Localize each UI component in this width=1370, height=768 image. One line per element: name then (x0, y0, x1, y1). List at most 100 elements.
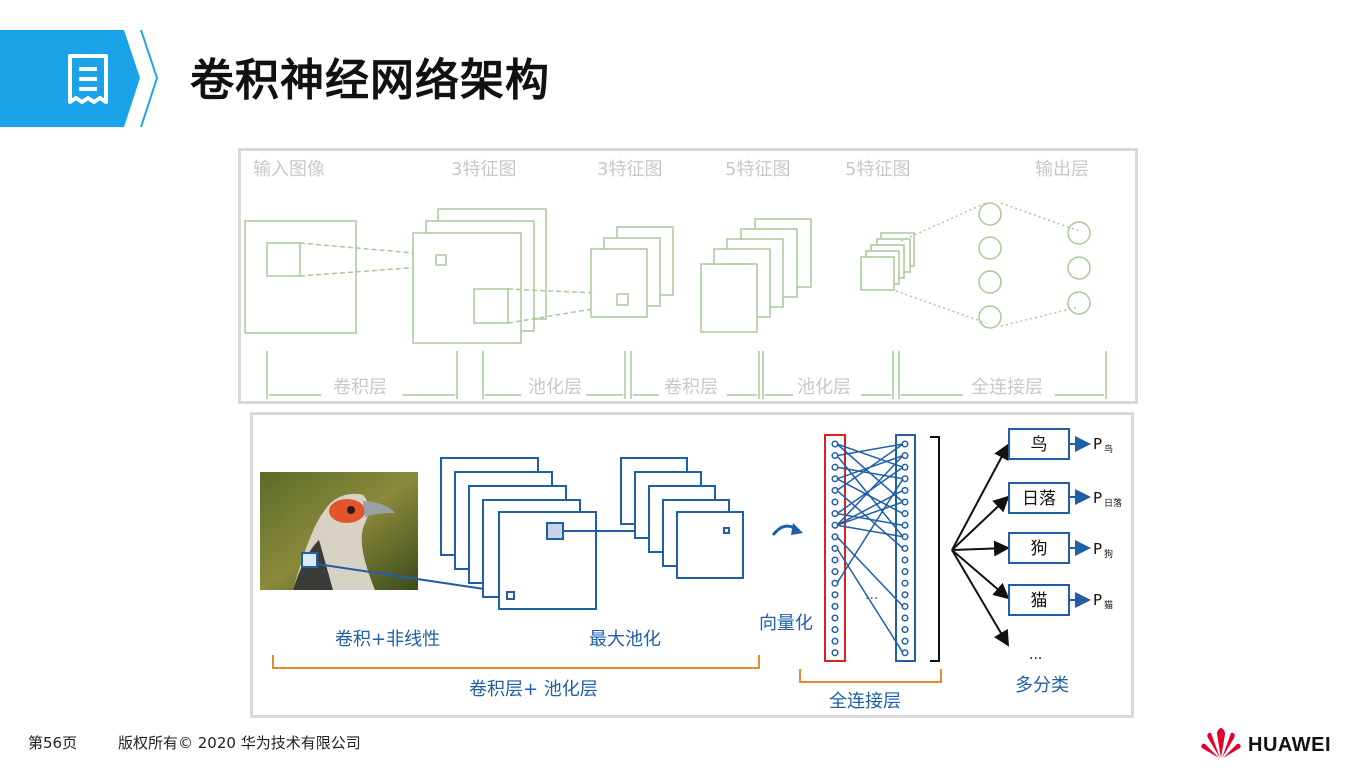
fc-neuron (831, 533, 839, 541)
fc-neuron (901, 591, 909, 599)
stage-label-pool1: 池化层 (528, 377, 582, 398)
fc-hidden-layer (895, 434, 916, 662)
fc-neuron (831, 510, 839, 518)
feature-map-conv1 (412, 232, 522, 344)
fc-neuron (831, 440, 839, 448)
class-prob-sub: 鸟 (1104, 443, 1113, 455)
fc-neuron (901, 510, 909, 518)
stage-label-conv1: 卷积层 (333, 377, 387, 398)
feature-map-pool1 (590, 248, 648, 318)
fc-neuron (831, 649, 839, 657)
class-output-dog: 狗 P 狗 (1008, 532, 1113, 564)
fc-neuron (901, 602, 909, 610)
fc-neuron (831, 602, 839, 610)
fc-neuron (901, 614, 909, 622)
bird-photo (260, 472, 418, 590)
class-name: 日落 (1022, 489, 1056, 509)
fc-connection (836, 478, 904, 515)
cnn-architecture-diagram-bottom: 卷积+非线性 最大池化 卷积层+ 池化层 向量化 ... 全连接层 鸟 P 鸟 … (250, 412, 1134, 718)
fc-neuron (901, 626, 909, 634)
label-5-feature-maps-b: 5特征图 (845, 159, 910, 180)
fc-neuron (901, 440, 909, 448)
class-prob: P (1093, 435, 1102, 453)
fc-neuron (831, 637, 839, 645)
fc-connection (836, 443, 904, 492)
brand-name: HUAWEI (1248, 734, 1331, 756)
pooled-feature-map (676, 511, 744, 579)
fc-ellipsis: ... (865, 587, 878, 603)
stage-label-pool2: 池化层 (797, 377, 851, 398)
class-prob-sub: 狗 (1104, 548, 1113, 560)
class-box (1008, 584, 1070, 616)
fc-connection (836, 443, 904, 457)
multi-class-label: 多分类 (1015, 675, 1069, 696)
page-title: 卷积神经网络架构 (190, 55, 550, 106)
fc-neuron (831, 463, 839, 471)
fc-connection (836, 466, 904, 480)
fc-neuron (901, 452, 909, 460)
top-diagram-canvas: 输入图像 3特征图 3特征图 5特征图 5特征图 输出层 (244, 159, 1107, 399)
class-prob: P (1093, 540, 1102, 558)
fc-neuron (831, 568, 839, 576)
label-5-feature-maps-a: 5特征图 (725, 159, 790, 180)
fc-neuron (901, 475, 909, 483)
fc-neuron (831, 498, 839, 506)
fc-node (978, 202, 1002, 226)
fc-neuron (831, 521, 839, 529)
stage-label-fc: 全连接层 (971, 377, 1043, 398)
conv-pool-group-label: 卷积层+ 池化层 (469, 679, 598, 700)
fc-connection (836, 536, 904, 607)
fc-connection (836, 478, 904, 584)
fc-neuron (901, 649, 909, 657)
class-name: 鸟 (1031, 435, 1048, 455)
fc-neuron (901, 521, 909, 529)
fc-neuron (831, 579, 839, 587)
flatten-label: 向量化 (759, 613, 813, 634)
document-list-icon (68, 54, 108, 104)
fc-connection (836, 443, 904, 468)
header-band (0, 30, 158, 127)
stage-label-conv2: 卷积层 (664, 377, 718, 398)
class-name: 狗 (1031, 539, 1048, 559)
output-node (1067, 221, 1091, 245)
fc-node (978, 270, 1002, 294)
label-output-layer: 输出层 (1035, 159, 1089, 180)
fc-neuron (831, 591, 839, 599)
class-prob: P (1093, 489, 1102, 507)
class-prob-sub: 猫 (1104, 599, 1113, 611)
receptive-field (266, 242, 301, 277)
huawei-logo-icon (1201, 728, 1241, 758)
copyright-text: 版权所有© 2020 华为技术有限公司 (118, 734, 361, 752)
fc-layer-label: 全连接层 (829, 691, 901, 712)
fc-neuron (831, 614, 839, 622)
fc-neuron (831, 556, 839, 564)
fc-neuron (901, 637, 909, 645)
fc-neuron (901, 579, 909, 587)
conv-nonlinear-label: 卷积+非线性 (335, 629, 440, 650)
input-image-box (244, 220, 357, 334)
class-box (1008, 482, 1070, 514)
fc-neuron (831, 475, 839, 483)
feature-map-conv2 (700, 263, 758, 333)
fc-node (978, 236, 1002, 260)
fc-neuron (901, 544, 909, 552)
class-output-bird: 鸟 P 鸟 (1008, 428, 1113, 460)
fc-node (978, 305, 1002, 329)
fc-neuron (901, 498, 909, 506)
output-node (1067, 256, 1091, 280)
class-output-cat: 猫 P 猫 (1008, 584, 1113, 616)
fc-neuron (901, 556, 909, 564)
fc-connection (836, 501, 904, 526)
fc-connection (836, 512, 904, 526)
fc-neuron (831, 626, 839, 634)
class-box (1008, 428, 1070, 460)
fc-neuron (831, 452, 839, 460)
more-classes-ellipsis: ... (1029, 647, 1042, 663)
label-3-feature-maps-b: 3特征图 (597, 159, 662, 180)
fc-neuron (901, 486, 909, 494)
fc-neuron (831, 486, 839, 494)
class-box (1008, 532, 1070, 564)
feature-map-pool2 (860, 256, 895, 291)
label-3-feature-maps-a: 3特征图 (451, 159, 516, 180)
output-node (1067, 291, 1091, 315)
